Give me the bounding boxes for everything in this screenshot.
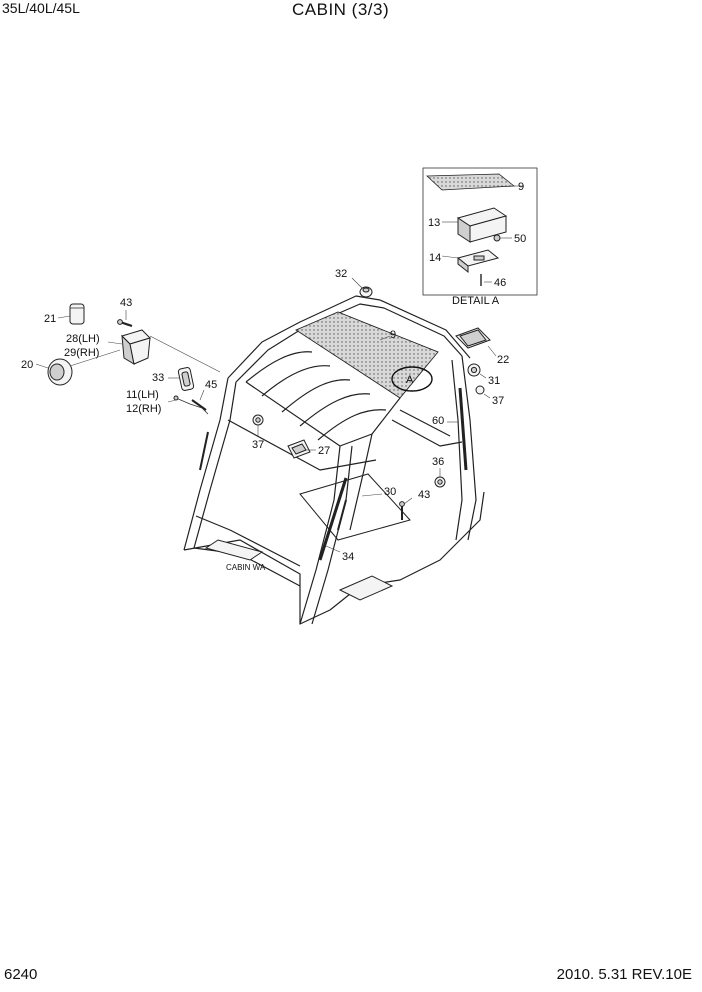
- callout-37-right: 37: [492, 395, 504, 407]
- frame-label: CABIN WA: [226, 563, 266, 572]
- callout-30: 30: [384, 486, 396, 498]
- callout-36: 36: [432, 456, 444, 468]
- mirror-stay-part: [173, 395, 209, 415]
- screw-part: [191, 399, 207, 411]
- callout-45: 45: [205, 379, 217, 391]
- grommet-31-part: [467, 363, 481, 377]
- bolt-left-part: [117, 319, 133, 328]
- callout-46: 46: [494, 277, 506, 289]
- room-lamp-part: [287, 439, 311, 459]
- work-lamp-part: [47, 349, 121, 386]
- callout-9-detail: 9: [518, 181, 524, 193]
- detail-a-box: 9 13 50 14 46 DETAIL A: [422, 167, 538, 307]
- callout-43-mid: 43: [418, 489, 430, 501]
- callout-34: 34: [342, 551, 354, 563]
- page-title: CABIN (3/3): [292, 0, 390, 19]
- detail-frame: [422, 167, 538, 296]
- revision-date: 2010. 5.31 REV.10E: [556, 966, 692, 983]
- gas-strut-part: [318, 477, 348, 561]
- mirror-part: [177, 367, 195, 391]
- detail-mat-part: [426, 173, 516, 191]
- bolt-mid-part: [399, 501, 405, 520]
- model-header: 35L/40L/45L: [2, 0, 80, 16]
- gas-strut-right-part: [458, 387, 468, 471]
- callout-13: 13: [428, 217, 440, 229]
- work-lamp-cover-part: [69, 303, 85, 325]
- callout-9-roof: 9: [390, 329, 396, 341]
- callout-28: 28(LH): [66, 333, 100, 345]
- callout-22: 22: [497, 354, 509, 366]
- grommet-right-part: [475, 385, 485, 395]
- page-number: 6240: [4, 966, 38, 983]
- callout-12: 12(RH): [126, 403, 161, 415]
- callout-60: 60: [432, 415, 444, 427]
- detail-bracket-part: [456, 207, 508, 243]
- callout-29: 29(RH): [64, 347, 99, 359]
- callout-11: 11(LH): [126, 389, 159, 401]
- grommet-left-part: [252, 414, 264, 426]
- detail-bolt-part: [493, 234, 501, 242]
- callout-27: 27: [318, 445, 330, 457]
- callout-37-left: 37: [252, 439, 264, 451]
- callout-21: 21: [44, 313, 56, 325]
- callout-33: 33: [152, 372, 164, 384]
- detail-a-marker: [391, 366, 433, 392]
- grommet-36-part: [434, 476, 446, 488]
- lamp-bracket-part: [121, 329, 151, 366]
- callout-32: 32: [335, 268, 347, 280]
- detail-caption: DETAIL A: [452, 295, 500, 307]
- callout-43-left: 43: [120, 297, 132, 309]
- callout-20: 20: [21, 359, 33, 371]
- rear-lamp-part: [455, 327, 491, 349]
- callout-31: 31: [488, 375, 500, 387]
- cabin-frame: [183, 295, 485, 625]
- cap-part: [359, 286, 373, 298]
- detail-plate-part: [456, 249, 500, 274]
- callout-14: 14: [429, 252, 441, 264]
- roof-mesh-panel: [295, 311, 439, 399]
- detail-marker-letter: A: [406, 374, 414, 386]
- callout-50: 50: [514, 233, 526, 245]
